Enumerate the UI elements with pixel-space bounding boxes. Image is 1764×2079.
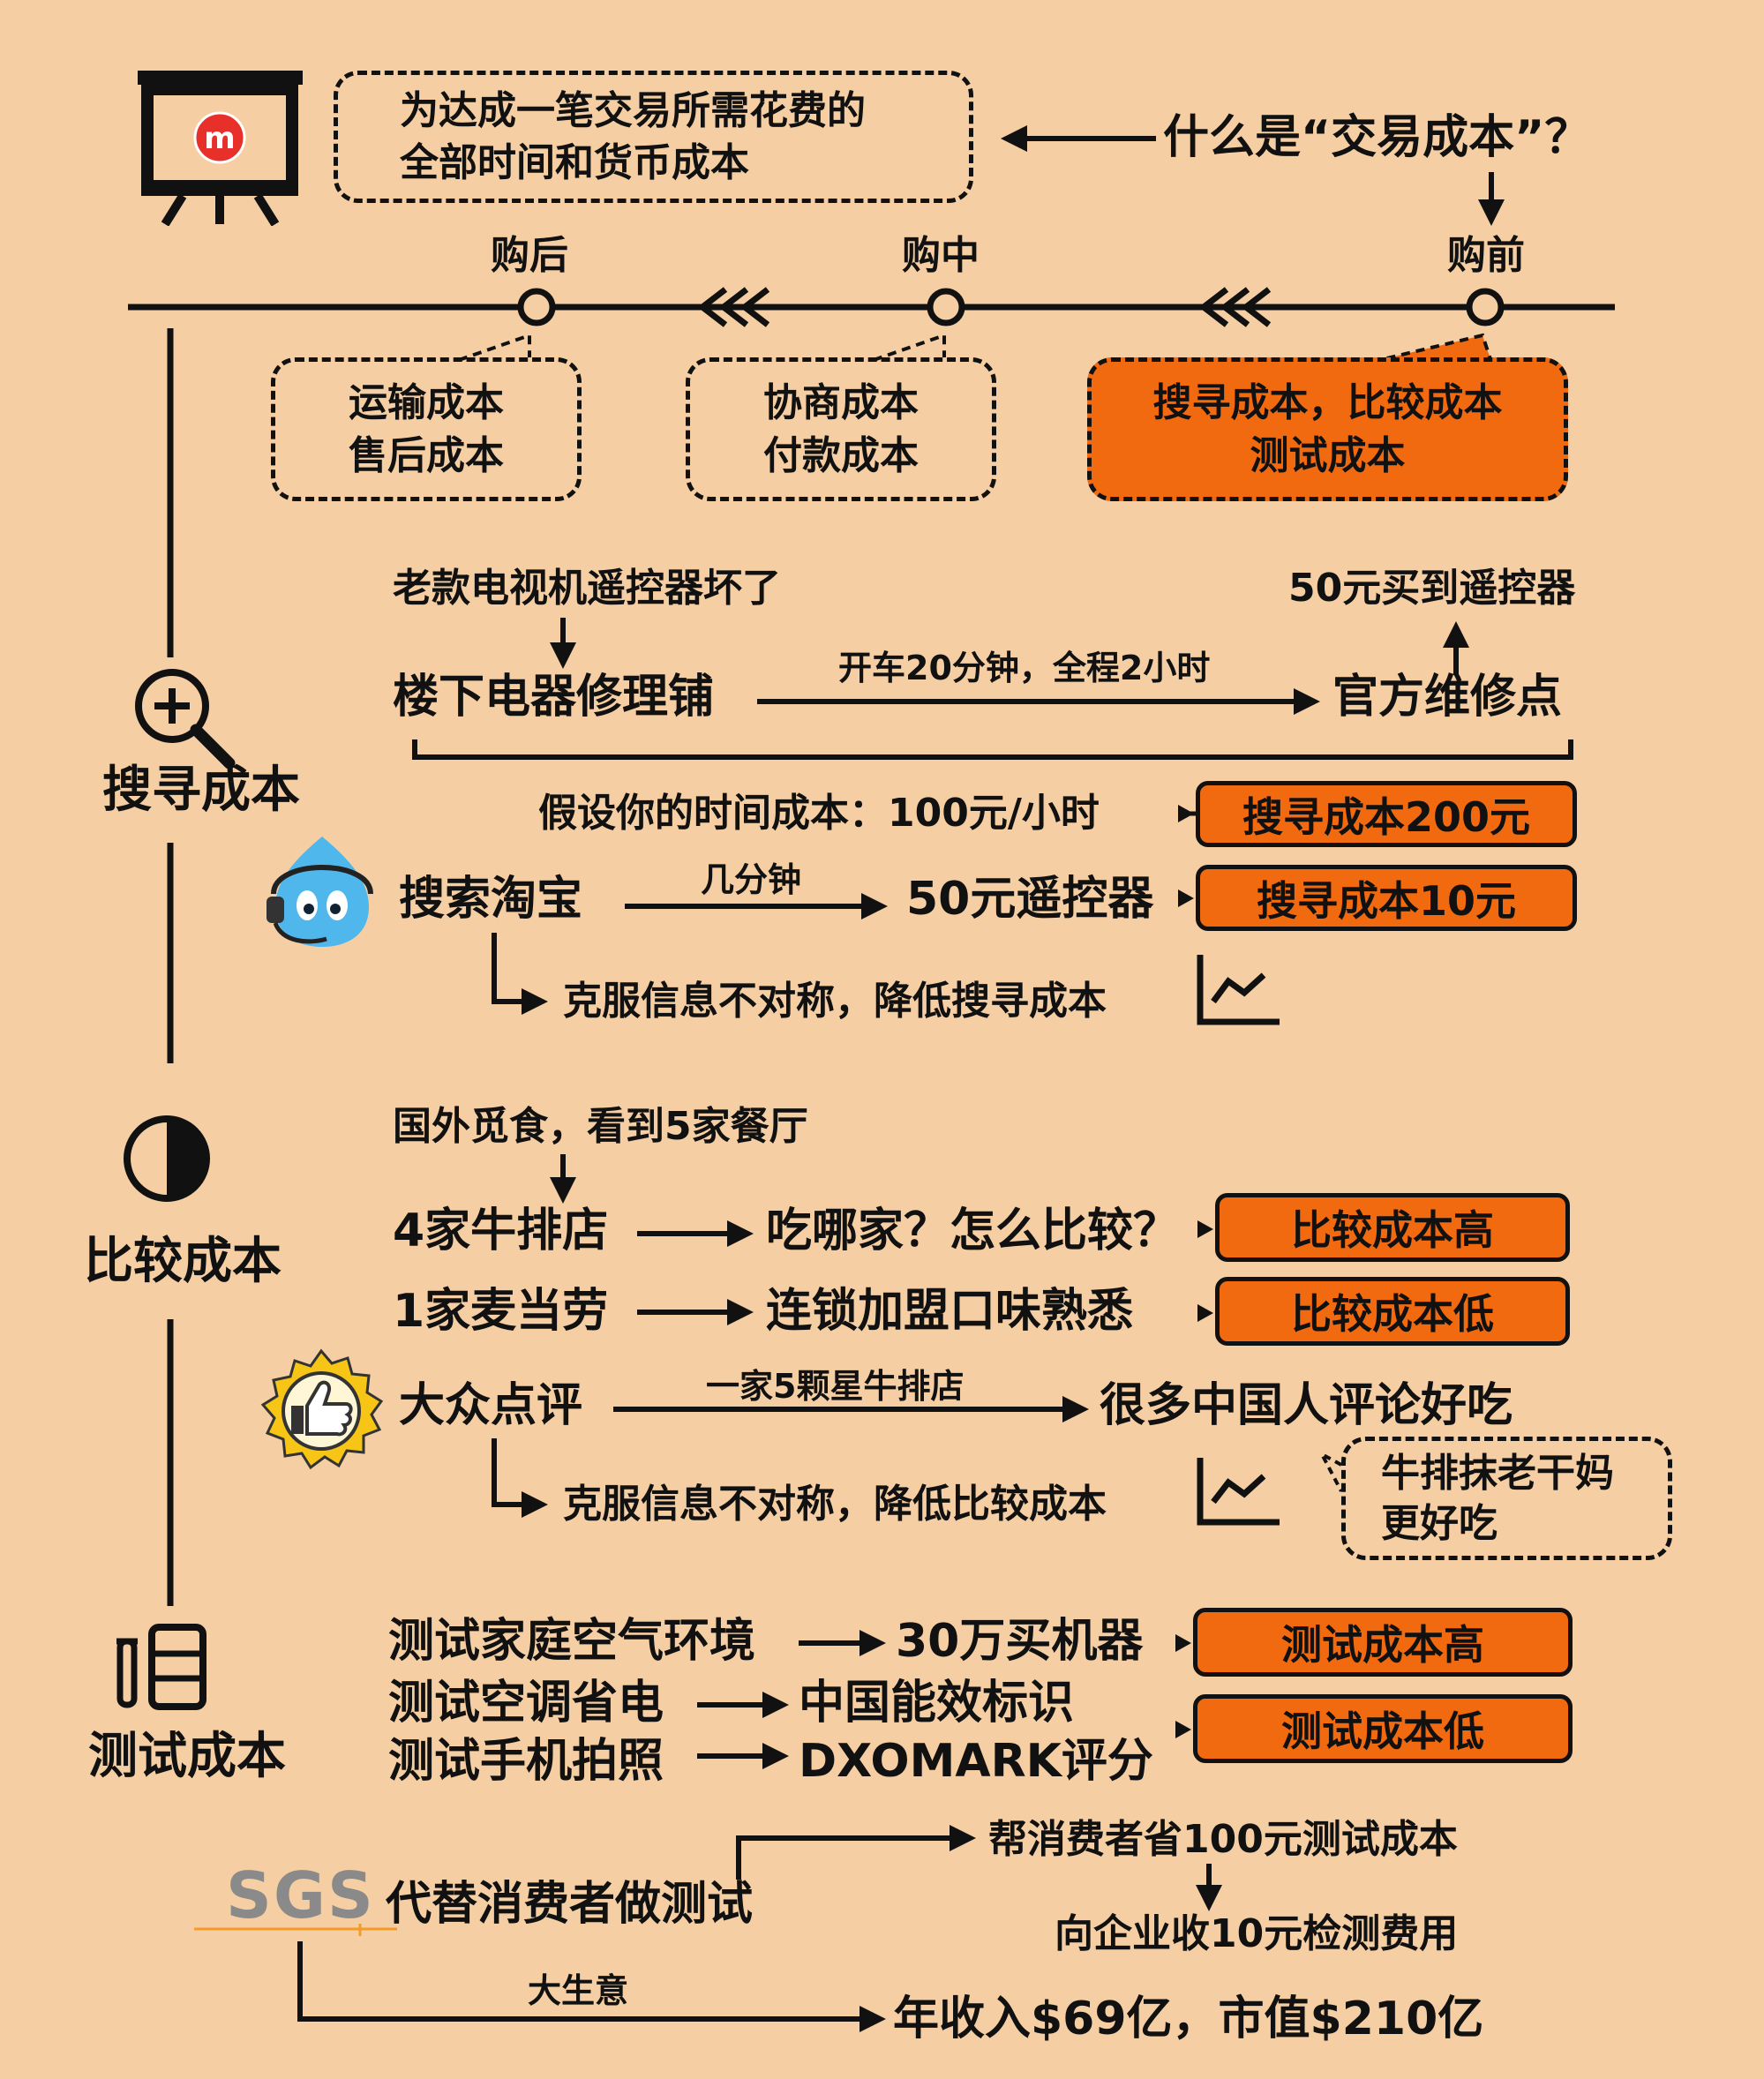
arrow-replace-to-save — [736, 1825, 976, 1880]
mcd-text: 1家麦当劳 — [393, 1285, 609, 1338]
note-box: 牛排抹老干妈 更好吃 — [1341, 1437, 1672, 1560]
chart-line-icon — [1197, 955, 1280, 1025]
chart-line-icon-2 — [1197, 1458, 1280, 1526]
drive-text: 开车20分钟，全程2小时 — [838, 649, 1211, 687]
note-line2: 更好吃 — [1381, 1501, 1498, 1546]
charge-text: 向企业收10元检测费用 — [1055, 1911, 1459, 1956]
compare-high-box: 比较成本高 — [1215, 1193, 1570, 1262]
before-cost-1: 搜寻成本，比较成本 — [1152, 380, 1503, 426]
air-test-text: 测试家庭空气环境 — [388, 1615, 756, 1668]
after-costs-box: 运输成本 售后成本 — [271, 357, 582, 501]
search-heading: 搜寻成本 — [102, 762, 300, 819]
arrow-dianping-overcome — [492, 1438, 548, 1518]
mascot-icon — [266, 837, 373, 947]
machine-text: 30万买机器 — [896, 1615, 1144, 1668]
big-biz-text: 大生意 — [528, 1971, 629, 2010]
test-tube-icon — [116, 1624, 206, 1710]
test-high-box: 测试成本高 — [1193, 1608, 1573, 1677]
bracket-search — [412, 739, 1573, 760]
arrow-taobao-overcome — [492, 933, 548, 1015]
test-low-box: 测试成本低 — [1193, 1694, 1573, 1763]
chevrons-left-1 — [697, 287, 770, 327]
half-circle-icon — [124, 1115, 210, 1202]
callout-tail-during — [873, 333, 946, 362]
after-cost-2: 售后成本 — [349, 432, 504, 478]
taobao-text: 搜索淘宝 — [399, 873, 583, 926]
node-during — [927, 288, 965, 326]
repair-shop-text: 楼下电器修理铺 — [393, 671, 715, 724]
bought-text: 50元买到遥控器 — [1288, 566, 1576, 611]
ac-test-text: 测试空调省电 — [388, 1677, 664, 1730]
thumbs-up-badge-icon — [260, 1348, 384, 1470]
energy-text: 中国能效标识 — [799, 1677, 1075, 1730]
during-cost-1: 协商成本 — [763, 380, 919, 426]
chevrons-left-2 — [1198, 287, 1272, 327]
search-overcome-text: 克服信息不对称，降低搜寻成本 — [563, 979, 1107, 1024]
remote-broken-text: 老款电视机遥控器坏了 — [393, 566, 781, 611]
revenue-text: 年收入$69亿，市值$210亿 — [893, 1993, 1484, 2045]
test-heading: 测试成本 — [88, 1728, 286, 1785]
search-cost-10-box: 搜寻成本10元 — [1196, 865, 1577, 931]
reviews-text: 很多中国人评论好吃 — [1100, 1379, 1513, 1432]
magnifier-plus-icon — [135, 669, 236, 769]
node-after — [517, 288, 556, 326]
replace-text: 代替消费者做测试 — [386, 1878, 754, 1931]
phone-test-text: 测试手机拍照 — [388, 1735, 664, 1788]
node-before — [1466, 288, 1505, 326]
before-costs-box: 搜寻成本，比较成本 测试成本 — [1087, 357, 1568, 501]
definition-box: 为达成一笔交易所需花费的 全部时间和货币成本 — [334, 71, 973, 203]
compare-overcome-text: 克服信息不对称，降低比较成本 — [563, 1482, 1107, 1527]
time-cost-text: 假设你的时间成本：100元/小时 — [538, 791, 1100, 836]
presentation-board-icon: m — [138, 71, 303, 226]
note-line1: 牛排抹老干妈 — [1381, 1450, 1614, 1496]
official-text: 官方维修点 — [1332, 671, 1563, 724]
callout-tail-after — [458, 333, 531, 362]
arrow-sgs-to-revenue — [297, 1941, 886, 2032]
sgs-logo-underline — [194, 1924, 397, 1936]
search-cost-200-box: 搜寻成本200元 — [1196, 781, 1577, 847]
during-costs-box: 协商成本 付款成本 — [686, 357, 996, 501]
chain-text: 连锁加盟口味熟悉 — [766, 1285, 1134, 1338]
remote-50-text: 50元遥控器 — [906, 873, 1154, 926]
during-cost-2: 付款成本 — [763, 432, 919, 478]
dxomark-text: DXOMARK评分 — [799, 1735, 1153, 1788]
before-cost-2: 测试成本 — [1250, 432, 1406, 478]
timeline-during-label: 购中 — [902, 233, 980, 278]
definition-line1: 为达成一笔交易所需花费的 — [400, 87, 866, 133]
compare-low-box: 比较成本低 — [1215, 1277, 1570, 1346]
sgs-logo: SGS — [226, 1858, 375, 1933]
dianping-text: 大众点评 — [399, 1379, 583, 1432]
five-star-text: 一家5颗星牛排店 — [706, 1367, 965, 1406]
timeline-after-label: 购后 — [491, 233, 568, 278]
definition-line2: 全部时间和货币成本 — [400, 140, 749, 185]
save-text: 帮消费者省100元测试成本 — [988, 1817, 1458, 1862]
timeline-before-label: 购前 — [1447, 233, 1525, 278]
note-tail — [1317, 1450, 1343, 1492]
steak4-text: 4家牛排店 — [393, 1205, 609, 1257]
svg-text:m: m — [204, 121, 235, 156]
question-title: 什么是“交易成本”？ — [1163, 111, 1591, 164]
after-cost-1: 运输成本 — [349, 380, 504, 426]
which-text: 吃哪家？怎么比较？ — [766, 1205, 1180, 1257]
abroad-text: 国外觅食，看到5家餐厅 — [393, 1104, 808, 1149]
compare-heading: 比较成本 — [84, 1233, 281, 1290]
minutes-text: 几分钟 — [701, 860, 802, 899]
